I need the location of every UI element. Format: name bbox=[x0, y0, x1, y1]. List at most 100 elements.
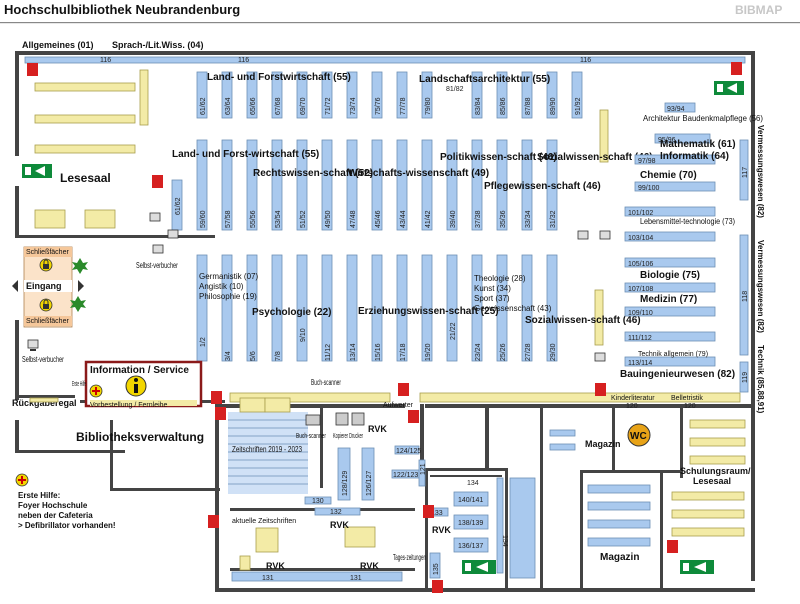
sig-mid-0: 59/60 bbox=[200, 210, 207, 228]
sig-top-11: 85/86 bbox=[500, 97, 507, 115]
label-rvk-3: RVK bbox=[266, 561, 285, 571]
fire-extinguisher-icon bbox=[27, 63, 38, 76]
sig-mid-1: 57/58 bbox=[225, 210, 232, 228]
computer-icon bbox=[149, 212, 161, 222]
sig-mid-2: 55/56 bbox=[250, 210, 257, 228]
label-zeitschriften: Zeitschriften 2019 - 2023 bbox=[232, 445, 302, 454]
sig-128: 128/129 bbox=[342, 471, 349, 496]
sig-right-4: 101/102 bbox=[628, 210, 653, 217]
sig-126: 126/127 bbox=[366, 471, 373, 496]
sig-mid-14: 31/32 bbox=[550, 210, 557, 228]
sig-bot-2: 5/6 bbox=[250, 351, 257, 361]
first-aid-icon bbox=[15, 473, 29, 487]
signature-labels-top: 61/62 63/64 65/66 67/68 69/70 71/72 73/7… bbox=[200, 86, 582, 115]
sig-bot-1: 3/4 bbox=[225, 351, 232, 361]
inner-room-shelves bbox=[429, 477, 504, 579]
sig-top-6: 73/74 bbox=[350, 97, 357, 115]
label-selbstverbucher-mid: Selbst-verbucher bbox=[136, 261, 178, 270]
computer-icon bbox=[577, 230, 589, 240]
signature-labels-inner: 140/141 138/139 136/137 134 134 133 135 bbox=[431, 480, 508, 575]
subject-theologie: Theologie (28) bbox=[474, 274, 526, 283]
first-aid-note-line4: > Defibrillator vorhanden! bbox=[18, 521, 116, 530]
sig-bot-3: 7/8 bbox=[275, 351, 282, 361]
subject-labels-right: Architektur Baudenkmalpflege (56) Mathem… bbox=[620, 114, 765, 414]
computer-icon bbox=[152, 244, 164, 254]
sig-bot-12: 25/26 bbox=[500, 343, 507, 361]
subject-medizin: Medizin (77) bbox=[640, 294, 697, 305]
sig-bot-9: 19/20 bbox=[425, 343, 432, 361]
sig-top-4: 69/70 bbox=[300, 97, 307, 115]
sig-mid-13: 33/34 bbox=[525, 210, 532, 228]
label-rvk-4: RVK bbox=[360, 561, 379, 571]
shelves-right bbox=[624, 102, 749, 393]
label-rvk-1: RVK bbox=[368, 424, 387, 434]
subject-geowiss: Geowissenschaft (43) bbox=[474, 304, 552, 313]
subject-pflege: Pflegewissen-schaft (46) bbox=[484, 181, 601, 192]
sig-mid-9: 41/42 bbox=[425, 210, 432, 228]
first-aid-icon bbox=[89, 384, 103, 398]
subject-philosophie: Philosophie (19) bbox=[199, 292, 257, 301]
shelves-bottom-row bbox=[196, 254, 558, 362]
label-aufwerter: Aufwerter bbox=[383, 402, 414, 409]
subject-psychologie: Psychologie (22) bbox=[252, 307, 331, 318]
sig-right-2: 97/98 bbox=[638, 158, 656, 165]
sig-right-6: 105/106 bbox=[628, 261, 653, 268]
subject-verm1: Vermessungswesen (82) bbox=[756, 125, 765, 218]
training-room-tables bbox=[671, 419, 746, 537]
label-rueckgaberegal: Rückgaberegal bbox=[12, 398, 77, 408]
signature-labels-lower: 128/129 126/127 124/125 122/123 121 130 … bbox=[262, 448, 427, 582]
subject-sport: Sport (37) bbox=[474, 294, 510, 303]
label-lesesaal: Lesesaal bbox=[60, 171, 111, 185]
label-schulungsraum-line2: Lesesaal bbox=[693, 476, 731, 486]
emergency-exit-icon bbox=[22, 164, 52, 178]
computer-icon bbox=[594, 352, 606, 362]
subject-chemie: Chemie (70) bbox=[640, 170, 697, 181]
shelves-top-row bbox=[196, 71, 583, 119]
copier-icon bbox=[335, 412, 349, 426]
subject-recht: Rechtswissen-schaft (52) bbox=[253, 168, 373, 179]
periodicals-room bbox=[228, 397, 426, 582]
sig-right-10: 113/114 bbox=[628, 360, 652, 367]
subject-labels-bottom: Germanistik (07) Angistik (10) Philosoph… bbox=[199, 272, 641, 326]
label-kopierer: Kopierer Drucker bbox=[333, 433, 363, 440]
label-magazin-bottom: Magazin bbox=[600, 552, 639, 563]
label-buchscanner-top: Buch-scanner bbox=[311, 378, 341, 387]
subject-verm2: Vermessungswesen (82) bbox=[756, 240, 765, 333]
sig-top-12: 87/88 bbox=[525, 97, 532, 115]
fire-extinguisher-icon bbox=[423, 505, 434, 518]
label-selbstverbucher-left: Selbst-verbucher bbox=[22, 355, 64, 364]
scanner-icon bbox=[305, 414, 321, 426]
sig-right-5: 103/104 bbox=[628, 235, 653, 242]
label-buchscanner-room: Buch-scanner bbox=[296, 433, 326, 440]
subject-wirtschaft: Wirtschafts-wissenschaft (49) bbox=[348, 168, 489, 179]
subject-germanistik: Germanistik (07) bbox=[199, 272, 258, 281]
label-aktuelle-zeitschriften: aktuelle Zeitschriften bbox=[232, 518, 296, 525]
fire-extinguisher-icon bbox=[595, 383, 606, 396]
wc-label: WC bbox=[630, 431, 647, 442]
fire-extinguisher-icon bbox=[398, 383, 409, 396]
subject-sozial-top: Sozialwissen-schaft (46) bbox=[537, 152, 653, 163]
sig-134-side: 134 bbox=[501, 535, 508, 547]
first-aid-note-line3: neben der Cafeteria bbox=[18, 511, 93, 520]
subject-sozial-bottom: Sozialwissen-schaft (46) bbox=[525, 315, 641, 326]
reading-tables-left bbox=[34, 69, 609, 346]
sig-bot-13: 27/28 bbox=[525, 343, 532, 361]
fire-extinguisher-icon bbox=[731, 62, 742, 75]
fire-extinguisher-icon bbox=[208, 515, 219, 528]
signature-labels-mid: 61/62 59/60 57/58 55/56 53/54 51/52 49/5… bbox=[175, 197, 557, 228]
subject-lebensmittel: Lebensmittel-technologie (73) bbox=[640, 217, 735, 226]
emergency-exit-icon bbox=[680, 560, 714, 574]
sig-138: 138/139 bbox=[458, 520, 483, 527]
sig-mid-3: 53/54 bbox=[275, 210, 282, 228]
sig-mid-11: 37/38 bbox=[475, 210, 482, 228]
sig-kinder-120: 120 bbox=[626, 403, 638, 410]
sig-122: 122/123 bbox=[393, 472, 418, 479]
sig-121: 121 bbox=[420, 463, 427, 475]
sig-right-0: 93/94 bbox=[667, 106, 685, 113]
label-sprach: Sprach-/Lit.Wiss. (04) bbox=[112, 40, 203, 50]
computer-icon bbox=[27, 339, 39, 351]
subject-technik-side: Technik (85,88,91) bbox=[756, 345, 765, 414]
fire-extinguisher-icons bbox=[27, 62, 742, 593]
entrance-area bbox=[23, 246, 73, 328]
sig-mid-6: 47/48 bbox=[350, 210, 357, 228]
